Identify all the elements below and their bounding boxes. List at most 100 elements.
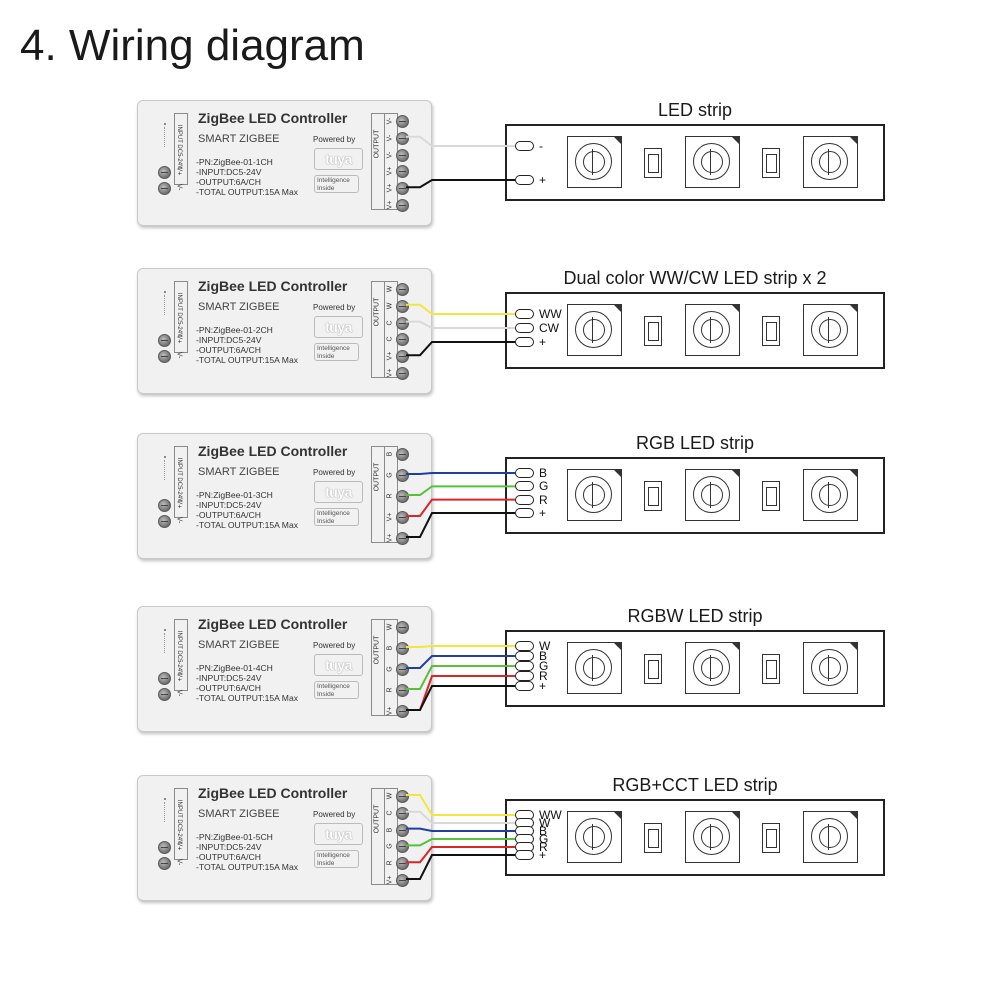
input-voltage-label: INPUT DC5-24V [176, 124, 182, 170]
input-voltage-label: INPUT DC5-24V [176, 799, 182, 845]
powered-by-label: Powered by [313, 810, 356, 819]
spec-line: -TOTAL OUTPUT:15A Max [196, 355, 299, 365]
output-terminal-screw-icon [396, 621, 409, 634]
input-pin-label: V+ [175, 334, 183, 344]
input-pin-label: V+ [175, 499, 183, 509]
led-chip-icon [803, 642, 858, 694]
tuya-logo: tuya [314, 148, 363, 170]
output-terminal-screw-icon [396, 806, 409, 820]
output-pin-label: G [386, 472, 394, 478]
output-pin-label: W [386, 285, 394, 293]
input-label-box [174, 619, 188, 691]
output-pin-label: R [386, 687, 394, 693]
controller-subtitle: SMART ZIGBEE [198, 808, 280, 820]
output-pin-label: R [386, 860, 394, 866]
input-label-box [174, 788, 188, 860]
strip-connector-pad [515, 481, 534, 492]
connector-label: + [539, 173, 547, 187]
spec-line: -PN:ZigBee-01-4CH [196, 663, 273, 673]
button-indicator [164, 802, 166, 822]
connector-label: - [539, 139, 543, 153]
output-terminal-screw-icon [396, 350, 409, 364]
connector-label: W [539, 639, 551, 653]
input-label-box [174, 446, 188, 518]
input-pin-label: V+ [175, 166, 183, 176]
output-terminal-screw-icon [396, 663, 409, 676]
input-pin-label: V- [175, 516, 183, 524]
output-pin-label: B [386, 451, 394, 457]
connector-label: G [539, 659, 549, 673]
spec-line: -TOTAL OUTPUT:15A Max [196, 187, 299, 197]
output-pin-label: C [386, 810, 394, 816]
connector-label: B [539, 466, 548, 480]
input-pin-label: V- [175, 351, 183, 359]
output-terminal-screw-icon [396, 840, 409, 854]
strip-connector-pad [515, 661, 534, 671]
intelligence-inside-badge: Intelligence Inside [314, 343, 359, 361]
led-chip-icon [803, 136, 858, 188]
button-indicator [164, 295, 166, 315]
input-terminal-screw-icon [158, 182, 171, 195]
resistor-icon [644, 823, 662, 853]
spec-line: -OUTPUT:6A/CH [196, 345, 261, 355]
output-pin-label: V+ [386, 875, 394, 885]
input-voltage-label: INPUT DC5-24V [176, 630, 182, 676]
spec-line: -PN:ZigBee-01-1CH [196, 157, 273, 167]
spec-line: -INPUT:DC5-24V [196, 842, 262, 852]
connector-label: R [539, 840, 548, 854]
controller-title: ZigBee LED Controller [198, 785, 348, 801]
output-pin-label: V+ [386, 706, 394, 716]
output-label-box [371, 281, 385, 378]
input-terminal-screw-icon [158, 334, 171, 347]
controller-title: ZigBee LED Controller [198, 278, 348, 294]
strip-connector-pad [515, 309, 534, 319]
output-terminal-screw-icon [396, 790, 409, 803]
output-terminal-screw-icon [396, 148, 409, 162]
led-chip-icon [685, 642, 740, 694]
connector-label: G [539, 832, 549, 846]
button-indicator [164, 460, 166, 480]
output-terminal-screw-icon [396, 684, 409, 697]
output-pin-box [384, 788, 398, 885]
intelligence-inside-badge: Intelligence Inside [314, 850, 359, 868]
output-terminal-screw-icon [396, 165, 409, 179]
tuya-logo: tuya [314, 654, 363, 676]
input-pin-label: V- [175, 858, 183, 866]
led-chip-icon [567, 811, 622, 863]
output-label-box [371, 113, 385, 210]
spec-line: -OUTPUT:6A/CH [196, 852, 261, 862]
output-terminal-screw-icon [396, 333, 409, 347]
controller-subtitle: SMART ZIGBEE [198, 133, 280, 145]
tuya-logo: tuya [314, 316, 363, 338]
output-label-box [371, 446, 385, 543]
output-pin-label: V+ [386, 368, 394, 378]
output-pin-label: V+ [386, 183, 394, 193]
resistor-icon [762, 316, 780, 346]
input-voltage-label: INPUT DC5-24V [176, 292, 182, 338]
input-label-box [174, 281, 188, 353]
input-terminal-screw-icon [158, 688, 171, 701]
spec-line: -OUTPUT:6A/CH [196, 177, 261, 187]
input-terminal-screw-icon [158, 350, 171, 363]
led-strip [505, 457, 885, 534]
spec-line: -INPUT:DC5-24V [196, 500, 262, 510]
output-terminal-screw-icon [396, 490, 409, 503]
input-terminal-screw-icon [158, 499, 171, 512]
connector-label: WW [539, 307, 562, 321]
output-pin-label: V- [386, 151, 394, 158]
output-terminal-screw-icon [396, 131, 409, 145]
status-led-icon [164, 123, 166, 125]
controller-subtitle: SMART ZIGBEE [198, 466, 280, 478]
connector-label: W [539, 816, 551, 830]
connector-label: + [539, 335, 547, 349]
controller-title: ZigBee LED Controller [198, 443, 348, 459]
resistor-icon [762, 481, 780, 511]
output-terminal-screw-icon [396, 642, 409, 655]
resistor-icon [644, 654, 662, 684]
